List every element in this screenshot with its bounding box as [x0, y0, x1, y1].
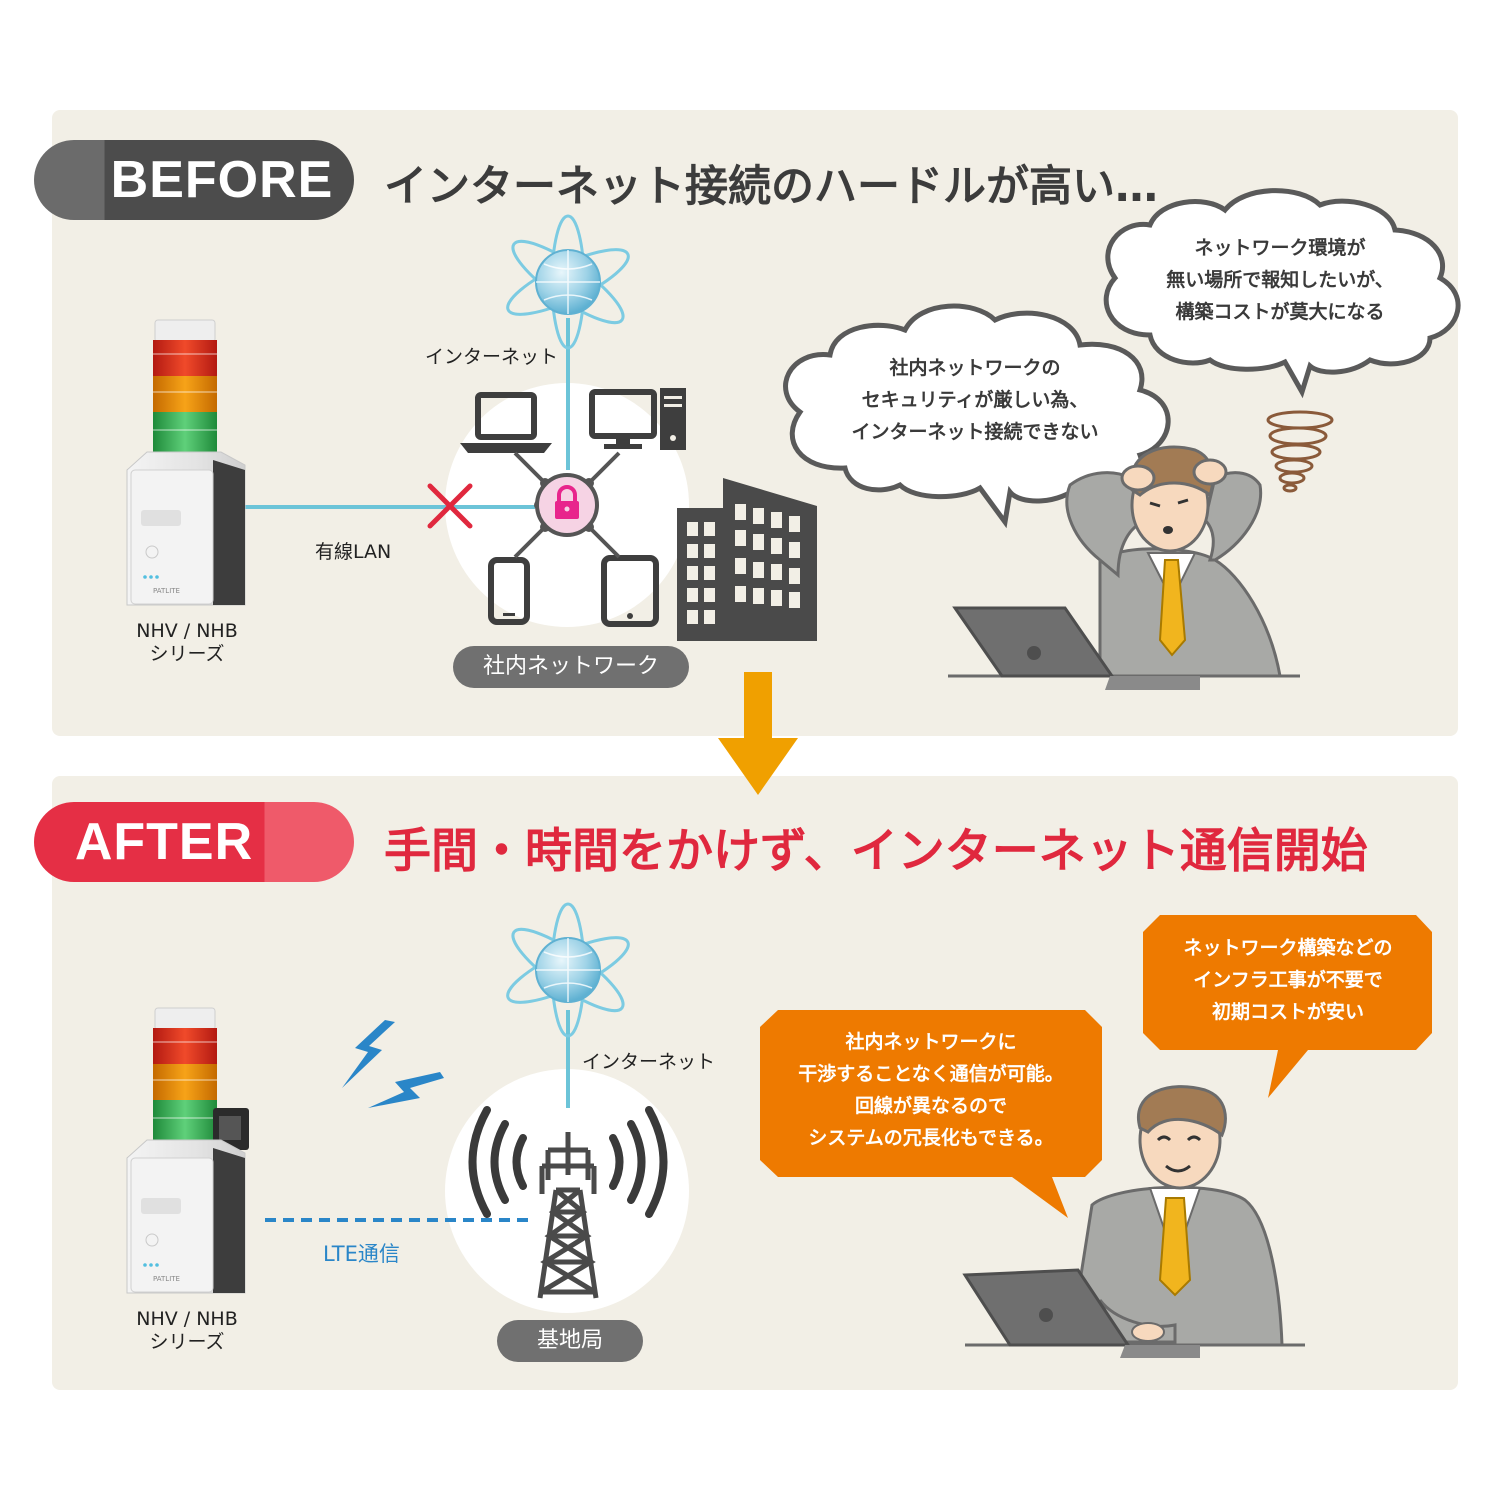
laptop-icon	[460, 392, 552, 453]
cloud-line: 社内ネットワークの	[889, 357, 1061, 379]
orange-bubble-left-text: 社内ネットワークに 干渉することなく通信が可能。 回線が異なるので システムの冗…	[764, 1026, 1098, 1154]
bubble-line: ネットワーク構築などの	[1183, 937, 1393, 959]
after-headline: 手間・時間をかけず、インターネット通信開始	[384, 824, 1368, 879]
dizzy-swirl-icon	[1266, 410, 1334, 493]
before-badge-text: BEFORE	[110, 151, 334, 209]
cloud-line: 無い場所で報知したいが、	[1166, 269, 1394, 291]
wired-lan-label: 有線LAN	[315, 541, 392, 563]
internet-label: インターネット	[425, 346, 559, 368]
station-pill: 基地局	[497, 1320, 643, 1362]
lightning-icon	[342, 1020, 444, 1108]
after-badge-text: AFTER	[74, 813, 254, 871]
bubble-line: インフラ工事が不要で	[1193, 969, 1383, 991]
lock-icon	[555, 485, 579, 519]
cloud-line: セキュリティが厳しい為、	[861, 389, 1089, 411]
device-label-line: NHV / NHB	[136, 620, 238, 642]
cloud-bubble-left	[783, 303, 1171, 529]
internet-label: インターネット	[582, 1051, 716, 1073]
network-pill: 社内ネットワーク	[453, 646, 689, 688]
device-label-line: NHV / NHB	[136, 1308, 238, 1330]
cloud-line: インターネット接続できない	[851, 421, 1099, 443]
bubble-line: 初期コストが安い	[1211, 1001, 1364, 1023]
businessman-figure	[948, 445, 1300, 690]
orange-bubble-left	[760, 1010, 1102, 1218]
signal-tower-light-icon	[126, 319, 246, 606]
building-icon	[677, 478, 817, 641]
cloud-line: 構築コストが莫大になる	[1175, 301, 1385, 323]
device-brand-text: PATLITE	[153, 1275, 180, 1283]
lock-hub	[513, 451, 621, 559]
device-brand-text: PATLITE	[153, 587, 180, 595]
blocked-cross-icon	[427, 483, 473, 529]
orange-bubble-right	[1143, 915, 1432, 1098]
tablet-icon	[601, 555, 659, 627]
globe-icon	[506, 214, 630, 350]
device-label-line: シリーズ	[149, 1330, 225, 1353]
lte-label: LTE通信	[323, 1242, 400, 1266]
signal-wave-icon	[468, 1106, 668, 1218]
bubble-line: 干渉することなく通信が可能。	[798, 1063, 1064, 1085]
cloud-bubble-left-text: 社内ネットワークの セキュリティが厳しい為、 インターネット接続できない	[810, 352, 1140, 448]
cloud-bubble-right-text: ネットワーク環境が 無い場所で報知したいが、 構築コストが莫大になる	[1130, 232, 1430, 328]
bubble-line: システムの冗長化もできる。	[808, 1127, 1054, 1149]
bubble-line: 社内ネットワークに	[845, 1031, 1017, 1053]
signal-tower-light-icon	[126, 1007, 249, 1294]
bubble-line: 回線が異なるので	[854, 1095, 1007, 1117]
device-label: NHV / NHB シリーズ	[132, 1308, 242, 1354]
globe-icon	[506, 902, 630, 1038]
before-headline: インターネット接続のハードルが高い…	[384, 162, 1158, 212]
orange-bubble-right-text: ネットワーク構築などの インフラ工事が不要で 初期コストが安い	[1146, 932, 1430, 1028]
after-badge: AFTER	[34, 802, 354, 882]
before-badge: BEFORE	[34, 140, 354, 220]
device-label: NHV / NHB シリーズ	[132, 620, 242, 666]
cloud-bubble-right	[1103, 188, 1461, 399]
transition-arrow-icon	[718, 672, 798, 795]
businessman-figure	[962, 1085, 1305, 1358]
desktop-computer-icon	[589, 388, 686, 450]
device-label-line: シリーズ	[149, 642, 225, 665]
smartphone-icon	[488, 557, 530, 625]
cell-tower-icon	[537, 1132, 599, 1299]
cloud-line: ネットワーク環境が	[1194, 237, 1366, 259]
